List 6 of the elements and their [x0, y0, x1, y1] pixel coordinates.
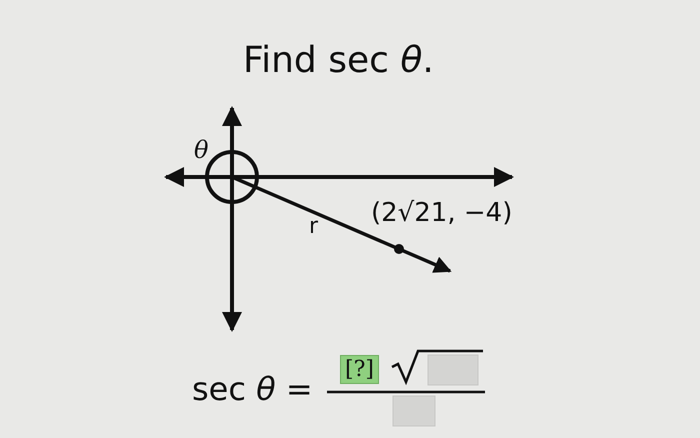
answer-box: [?]: [340, 355, 379, 384]
point-coordinates: (2√21, −4): [371, 198, 512, 228]
title: Find sec θ.: [243, 40, 434, 81]
angle-label: θ: [194, 136, 208, 164]
side-label: r: [309, 214, 318, 239]
equation-label: sec θ =: [192, 370, 313, 408]
